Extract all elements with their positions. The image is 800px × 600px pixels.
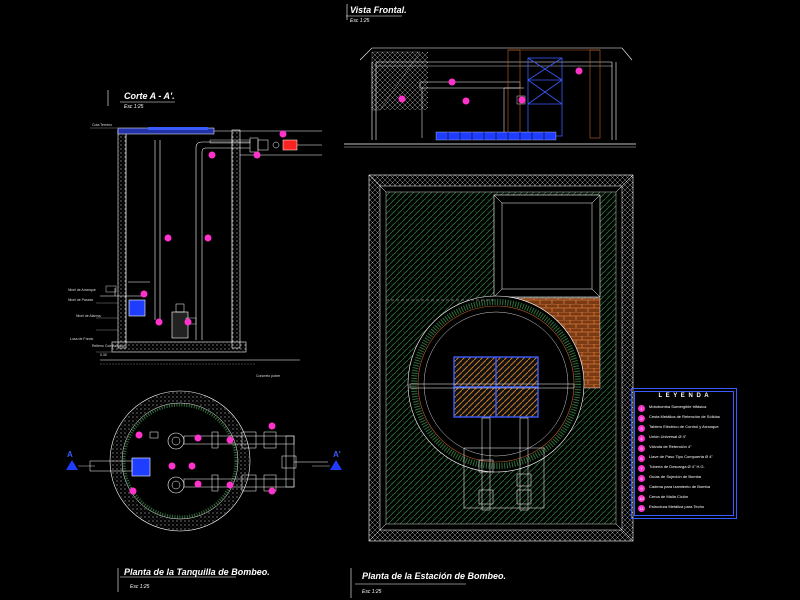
- station-plan-title: Planta de la Estación de Bombeo.: [362, 571, 507, 581]
- legend-item-text: Cesta Metálica de Retención de Sólidos: [649, 414, 720, 419]
- marker-a-right: A': [333, 450, 341, 459]
- section-note: 0.30: [100, 353, 107, 357]
- legend-item-number: 8: [638, 475, 645, 482]
- legend-item-number: 5: [638, 445, 645, 452]
- section-note: Concreto pobre: [256, 374, 281, 378]
- legend-item: 5 Válvula de Retención 4": [638, 444, 734, 454]
- pit-plan-title: Planta de la Tanquilla de Bombeo.: [124, 567, 270, 577]
- station-plan-scale: Esc 1:25: [362, 589, 382, 595]
- callout-marker: [268, 422, 276, 430]
- section-right-wall: [231, 129, 241, 349]
- callout-marker: [462, 97, 470, 105]
- legend-item-text: Tablero Eléctrico de Control y Arranque: [649, 424, 719, 429]
- callout-marker: [204, 234, 212, 242]
- section-marker-right: [330, 460, 342, 470]
- section-note: Losa de Fondo: [70, 337, 94, 341]
- legend-item: 2 Cesta Metálica de Retención de Sólidos: [638, 414, 734, 424]
- legend-item-number: 9: [638, 485, 645, 492]
- section-marker-left: [66, 460, 78, 470]
- submersible-pump: [171, 303, 197, 339]
- callout-marker: [226, 481, 234, 489]
- pit-plan-scale: Esc 1:25: [130, 584, 150, 590]
- section-note: Nivel de Arranque: [68, 288, 96, 292]
- section-title: Corte A - A'.: [124, 91, 175, 101]
- legend-item-text: Estructura Metálica para Techo: [649, 504, 705, 509]
- legend-item: 4 Unión Universal Ø 4": [638, 434, 734, 444]
- legend-item-number: 3: [638, 425, 645, 432]
- control-panel: [128, 299, 146, 317]
- legend-item-number: 4: [638, 435, 645, 442]
- section-view: [90, 127, 322, 365]
- callout-marker: [194, 480, 202, 488]
- section-note: Relleno Compactado: [92, 344, 125, 348]
- front-view-scale: Esc 1:25: [350, 18, 370, 24]
- callout-marker: [268, 487, 276, 495]
- section-bottom-slab: [111, 341, 247, 353]
- legend-item: 1 Motobomba Sumergible trifásica: [638, 404, 734, 414]
- callout-marker: [140, 290, 148, 298]
- callout-marker: [155, 318, 163, 326]
- discharge-pipe: [195, 141, 250, 340]
- callout-marker: [279, 130, 287, 138]
- callout-marker: [168, 462, 176, 470]
- marker-a-left: A: [67, 450, 73, 459]
- legend-item-text: Llave de Paso Tipo Compuerta Ø 4": [649, 454, 713, 459]
- callout-marker: [135, 431, 143, 439]
- station-plan-view: [368, 174, 634, 542]
- legend-item-text: Unión Universal Ø 4": [649, 434, 687, 439]
- legend-item-text: Cerca de Malla Ciclón: [649, 494, 689, 499]
- legend-item-text: Válvula de Retención 4": [649, 444, 692, 449]
- pit-plan-view: [66, 390, 342, 532]
- section-note: Nivel de Parada: [68, 298, 93, 302]
- legend-item-number: 7: [638, 465, 645, 472]
- callout-marker: [226, 436, 234, 444]
- front-view: [344, 47, 636, 148]
- front-view-title: Vista Frontal.: [350, 5, 407, 15]
- callout-marker: [398, 95, 406, 103]
- callout-marker: [448, 78, 456, 86]
- callout-marker: [184, 318, 192, 326]
- section-left-wall: [117, 129, 127, 349]
- legend-inner-border: [634, 391, 734, 516]
- callout-marker: [208, 151, 216, 159]
- station-control-room: [493, 194, 601, 298]
- legend-item: 6 Llave de Paso Tipo Compuerta Ø 4": [638, 454, 734, 464]
- pit-control-box: [131, 457, 151, 477]
- callout-marker: [194, 434, 202, 442]
- callout-marker: [575, 67, 583, 75]
- control-tower: [527, 57, 563, 137]
- section-scale: Esc 1:25: [124, 104, 144, 110]
- legend-item-number: 1: [638, 405, 645, 412]
- legend-item-text: Motobomba Sumergible trifásica: [649, 404, 707, 409]
- legend-item: 7 Tubería de Descarga Ø 4" H.G.: [638, 464, 734, 474]
- callout-marker: [129, 487, 137, 495]
- legend-item: 11 Estructura Metálica para Techo: [638, 504, 734, 514]
- legend-item-number: 11: [638, 505, 645, 512]
- callout-marker: [164, 234, 172, 242]
- callout-marker: [518, 96, 526, 104]
- legend-item-text: Guías de Sujeción de Bomba: [649, 474, 702, 479]
- legend-item: 8 Guías de Sujeción de Bomba: [638, 474, 734, 484]
- legend-item: 9 Cadena para Izamiento de Bomba: [638, 484, 734, 494]
- legend-item-text: Tubería de Descarga Ø 4" H.G.: [649, 464, 705, 469]
- legend-title: L E Y E N D A: [658, 393, 710, 399]
- section-note: Cota Terreno: [92, 123, 113, 127]
- callout-marker: [253, 151, 261, 159]
- legend-item: 10 Cerca de Malla Ciclón: [638, 494, 734, 504]
- legend-box: L E Y E N D A 1 Motobomba Sumergible trif…: [631, 388, 737, 519]
- legend-item-number: 2: [638, 415, 645, 422]
- legend-item-text: Cadena para Izamiento de Bomba: [649, 484, 710, 489]
- section-note: Nivel de Alarma: [76, 314, 101, 318]
- legend-item: 3 Tablero Eléctrico de Control y Arranque: [638, 424, 734, 434]
- callout-marker: [188, 462, 196, 470]
- legend-item-number: 6: [638, 455, 645, 462]
- legend-item-number: 10: [638, 495, 645, 502]
